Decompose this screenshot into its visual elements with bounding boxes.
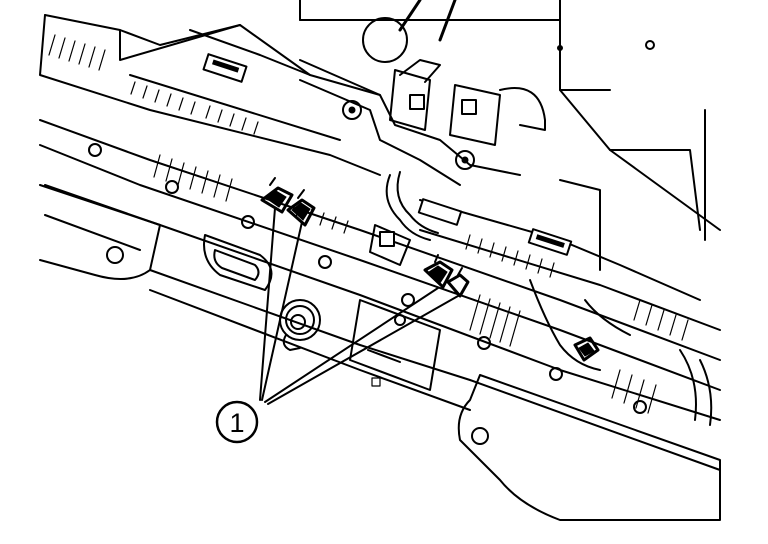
- tray-rib-slots: [153, 154, 657, 414]
- left-mounting-foot: [39, 184, 161, 280]
- right-mounting-foot: [457, 374, 721, 521]
- leader-line: [261, 221, 303, 401]
- callout-number: 1: [229, 408, 244, 438]
- foot-hole: [106, 246, 124, 264]
- callout-1: 1: [215, 400, 259, 444]
- bracket-nut: [342, 100, 362, 120]
- bracket-nut: [455, 150, 475, 170]
- leader-line: [267, 295, 459, 405]
- tray-slot-cutout: [203, 234, 273, 291]
- tray-access-plate: [349, 299, 441, 391]
- callout-circle: [215, 400, 259, 444]
- terminal-clamp-far-right: [573, 336, 600, 362]
- right-battery-module: [417, 179, 721, 341]
- battery-tray-base: [39, 119, 721, 471]
- leader-line: [259, 207, 276, 401]
- tray-bolt-hole: [318, 255, 332, 269]
- module-vent-slots: [48, 34, 259, 135]
- upper-battery-module: [39, 14, 381, 176]
- wiring-harness: [369, 171, 713, 426]
- frame-pin: [557, 45, 563, 51]
- tray-bolt-hole: [241, 215, 255, 229]
- terminal-clamp-right: [423, 254, 470, 298]
- tray-bolt-hole: [477, 336, 491, 350]
- foot-hole: [471, 427, 489, 445]
- leader-line: [264, 287, 439, 403]
- upper-carrier-frame: [299, 0, 721, 241]
- tray-bolt-hole: [165, 180, 179, 194]
- tray-bolt-hole: [549, 367, 563, 381]
- frame-pin: [645, 40, 655, 50]
- tray-bolt-hole: [401, 293, 415, 307]
- callout-leader-lines: [259, 207, 459, 405]
- top-hold-down-bracket: [299, 0, 521, 186]
- terminal-clamp-left: [260, 177, 316, 227]
- tray-bolt-hole: [88, 143, 102, 157]
- tray-bolt-hole: [633, 400, 647, 414]
- frame-hole: [362, 17, 408, 63]
